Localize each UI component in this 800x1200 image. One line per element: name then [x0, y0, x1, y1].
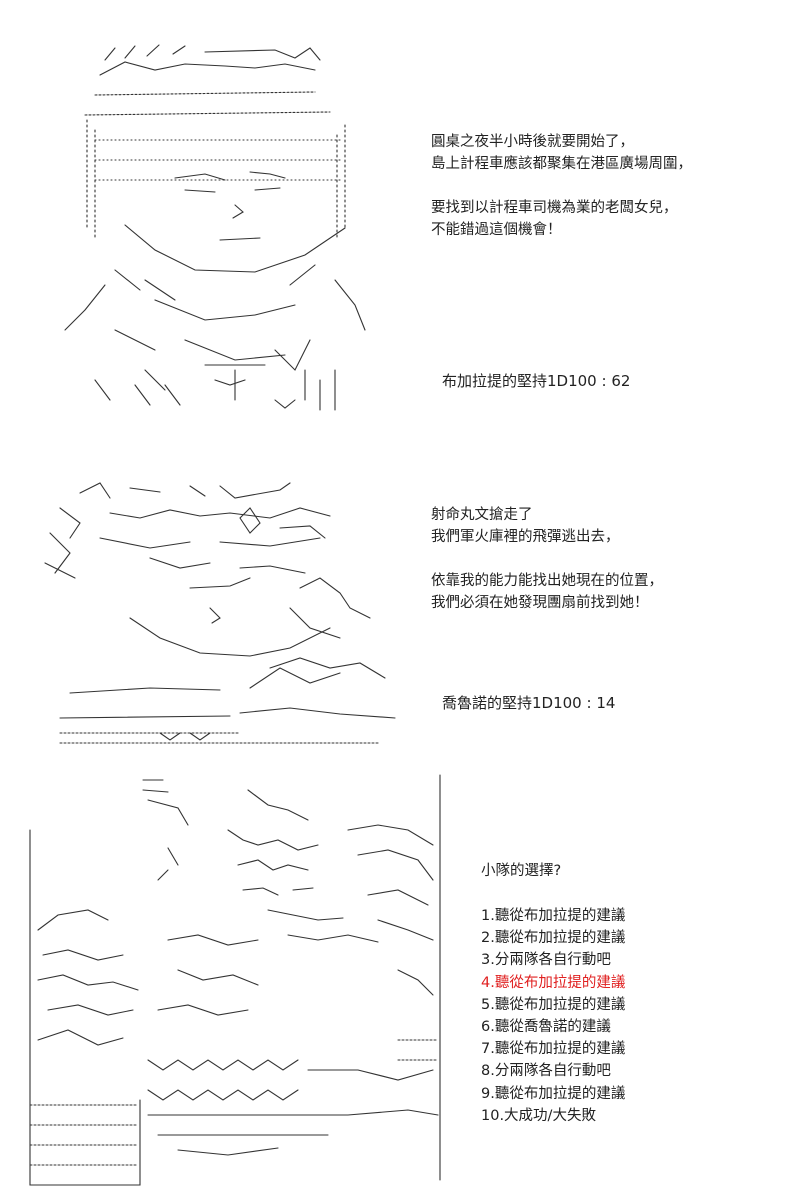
choice-option-4-selected[interactable]: 4.聽從布加拉提的建議 [481, 974, 626, 991]
panel-bucciarati: 圓桌之夜半小時後就要開始了， 島上計程車應該都聚集在港區廣場周圍， 要找到以計程… [0, 0, 800, 450]
roll-result-giorno: 喬魯諾的堅持1D100 : 14 [442, 694, 616, 712]
narration-giorno: 射命丸文搶走了 我們軍火庫裡的飛彈逃出去， 依靠我的能力能找出她現在的位置， 我… [431, 504, 663, 614]
narration-bucciarati: 圓桌之夜半小時後就要開始了， 島上計程車應該都聚集在港區廣場周圍， 要找到以計程… [431, 131, 692, 241]
narration-line: 不能錯過這個機會！ [431, 222, 562, 238]
choice-option-3[interactable]: 3.分兩隊各自行動吧 [481, 952, 611, 969]
narration-line: 依靠我的能力能找出她現在的位置， [431, 573, 663, 589]
choice-option-8[interactable]: 8.分兩隊各自行動吧 [481, 1063, 611, 1080]
art-drawing [64, 44, 366, 411]
roll-result-bucciarati: 布加拉提的堅持1D100 : 62 [442, 372, 631, 390]
choice-option-6[interactable]: 6.聽從喬魯諾的建議 [481, 1019, 611, 1036]
choice-option-10[interactable]: 10.大成功/大失敗 [481, 1107, 596, 1124]
narration-line: 要找到以計程車司機為業的老闆女兒， [431, 200, 678, 216]
choice-option-9[interactable]: 9.聽從布加拉提的建議 [481, 1085, 626, 1102]
ascii-art-bucciarati [55, 40, 385, 415]
panel-giorno: 射命丸文搶走了 我們軍火庫裡的飛彈逃出去， 依靠我的能力能找出她現在的位置， 我… [0, 450, 800, 760]
narration-line: 射命丸文搶走了 [431, 507, 533, 523]
choice-option-2[interactable]: 2.聽從布加拉提的建議 [481, 930, 626, 947]
narration-line: 我們軍火庫裡的飛彈逃出去， [431, 529, 620, 545]
ascii-art-team [28, 770, 448, 1190]
choice-list: 1.聽從布加拉提的建議 2.聽從布加拉提的建議 3.分兩隊各自行動吧 4.聽從布… [481, 905, 625, 1127]
narration-line: 圓桌之夜半小時後就要開始了， [431, 134, 634, 150]
narration-line: 島上計程車應該都聚集在港區廣場周圍， [431, 156, 692, 172]
ascii-art-giorno [40, 478, 410, 753]
choice-option-7[interactable]: 7.聽從布加拉提的建議 [481, 1041, 626, 1058]
choice-heading: 小隊的選擇? [481, 863, 562, 879]
art-drawing [44, 482, 396, 744]
art-drawing [29, 774, 441, 1186]
choice-option-1[interactable]: 1.聽從布加拉提的建議 [481, 908, 626, 924]
narration-line: 我們必須在她發現團扇前找到她！ [431, 595, 649, 611]
choice-option-5[interactable]: 5.聽從布加拉提的建議 [481, 996, 626, 1013]
panel-team-choice: 小隊的選擇? 1.聽從布加拉提的建議 2.聽從布加拉提的建議 3.分兩隊各自行動… [0, 760, 800, 1200]
